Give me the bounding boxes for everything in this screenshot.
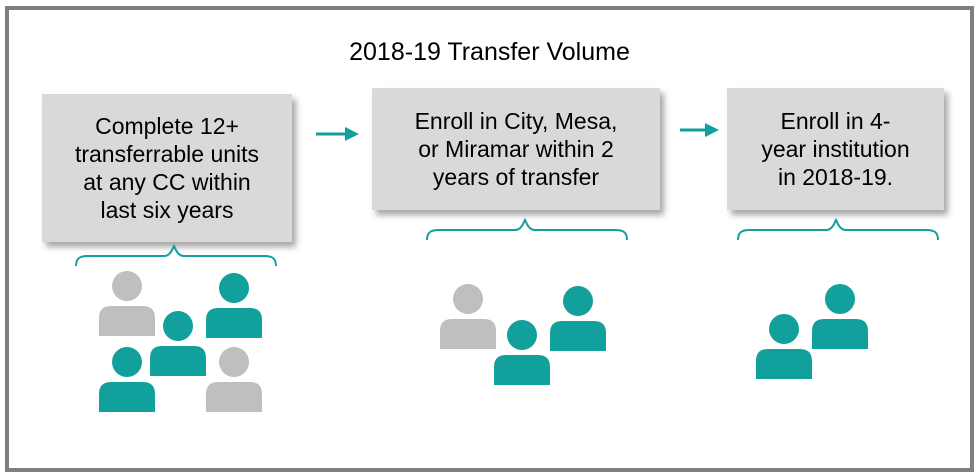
person-icon-step1-2	[150, 311, 206, 376]
person-icon-step2-3	[550, 286, 606, 351]
step-label-1: Complete 12+ transferrable units at any …	[74, 113, 260, 223]
step-box-2: Enroll in City, Mesa, or Miramar within …	[372, 88, 660, 210]
people-layer	[99, 271, 868, 412]
arrow-2	[680, 123, 719, 137]
step-label-2: Enroll in City, Mesa, or Miramar within …	[414, 108, 618, 190]
arrow-1	[316, 127, 359, 141]
step-box-1: Complete 12+ transferrable units at any …	[42, 94, 292, 242]
person-icon-step3-2	[812, 284, 868, 349]
person-icon-step2-2	[494, 320, 550, 385]
person-icon-step2-1	[440, 284, 496, 349]
person-icon-step1-4	[99, 347, 155, 412]
person-icon-step1-5	[206, 347, 262, 412]
person-icon-step1-1	[99, 271, 155, 336]
person-icon-step1-3	[206, 273, 262, 338]
brace-step-2	[426, 217, 628, 241]
step-box-3: Enroll in 4- year institution in 2018-19…	[727, 88, 944, 210]
brace-step-3	[737, 217, 939, 241]
diagram-title: 2018-19 Transfer Volume	[349, 38, 630, 66]
brace-step-1	[75, 243, 277, 267]
step-label-3: Enroll in 4- year institution in 2018-19…	[761, 108, 910, 190]
person-icon-step3-1	[756, 314, 812, 379]
